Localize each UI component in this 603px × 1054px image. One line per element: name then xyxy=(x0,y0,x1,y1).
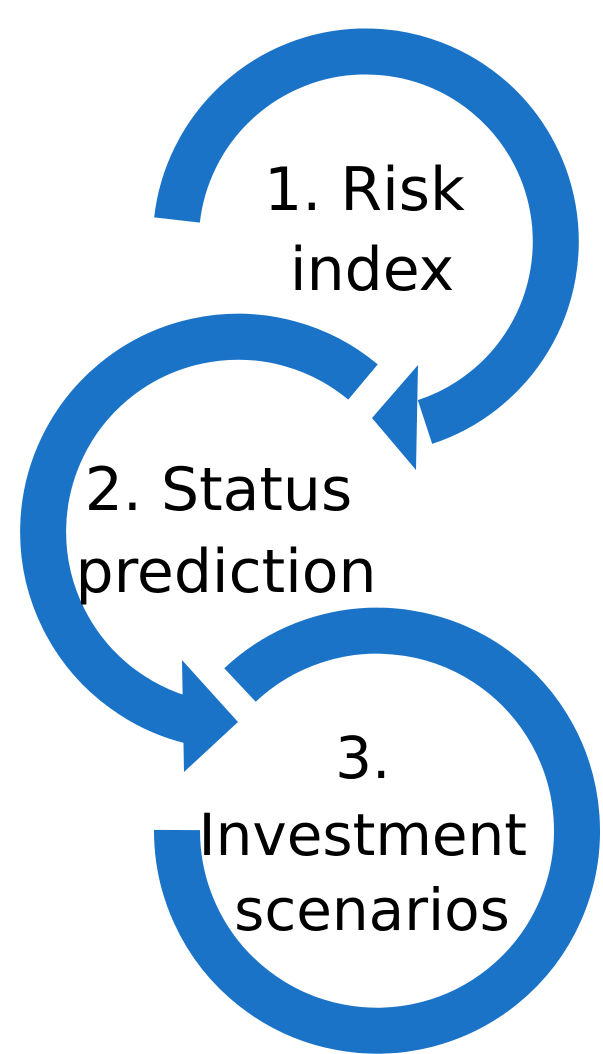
step-1-arrowhead xyxy=(372,365,418,470)
step-1-line-1: 1. Risk xyxy=(264,155,465,225)
step-3-line-1: 3. xyxy=(335,724,390,792)
step-3-arc xyxy=(153,607,600,1054)
step-2-arrow xyxy=(20,313,378,772)
step-1-arrow xyxy=(154,28,579,470)
step-2-line-2: prediction xyxy=(75,537,376,607)
step-2-arc xyxy=(20,313,378,746)
step-2-label: 2. Status prediction xyxy=(75,455,376,607)
step-1-arc xyxy=(154,28,579,444)
step-2-line-1: 2. Status xyxy=(85,455,353,525)
step-1-line-2: index xyxy=(290,235,454,305)
step-2-arrowhead xyxy=(182,660,238,772)
step-3-line-2: Investment xyxy=(199,801,528,869)
step-3-line-3: scenarios xyxy=(234,876,510,944)
step-1-label: 1. Risk index xyxy=(264,155,484,305)
step-3-label: 3. Investment scenarios xyxy=(199,724,546,944)
step-3-arrow xyxy=(153,607,600,1054)
